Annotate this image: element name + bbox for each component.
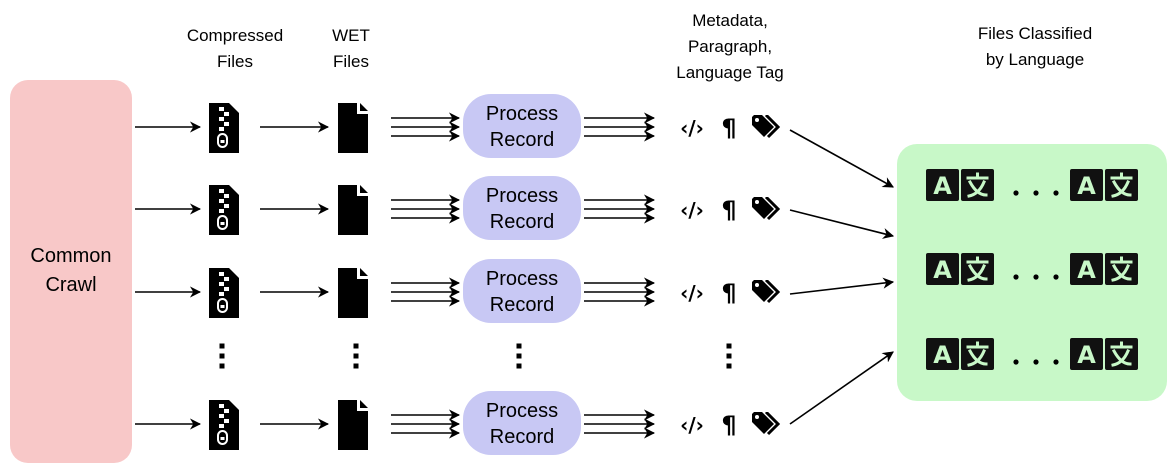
paragraph-icon: ¶ — [721, 411, 736, 439]
ellipsis-icon — [353, 353, 359, 359]
process-label-line: Process — [485, 400, 559, 422]
wet-files-heading-line: WET — [332, 26, 370, 45]
ellipsis-icon — [1053, 190, 1059, 196]
ellipsis-icon — [516, 353, 522, 359]
metadata-heading: Metadata, Paragraph, Language Tag — [650, 8, 810, 86]
ellipsis-icon — [516, 363, 522, 369]
paragraph-icon: ¶ — [721, 279, 736, 307]
file-icon — [338, 268, 368, 318]
code-icon: ‹/› — [680, 413, 704, 437]
ellipsis-icon — [1013, 359, 1019, 365]
ellipsis-icon — [726, 353, 732, 359]
paragraph-icon: ¶ — [721, 196, 736, 224]
translate-icon — [1070, 253, 1140, 285]
translate-icon — [926, 169, 996, 201]
tags-icon — [752, 115, 780, 139]
process-label-line: Record — [489, 129, 555, 151]
ellipsis-icon — [219, 343, 225, 349]
translate-icon — [926, 338, 996, 370]
common-crawl-label-line: Crawl — [45, 274, 97, 296]
tags-icon — [752, 412, 780, 436]
flow-arrow — [789, 129, 894, 188]
flow-arrow — [789, 351, 894, 425]
ellipsis-icon — [1053, 359, 1059, 365]
flow-arrow — [789, 277, 895, 295]
zip-file-icon — [209, 400, 239, 450]
process-label-line: Process — [485, 268, 559, 290]
metadata-heading-line: Metadata, — [692, 11, 768, 30]
ellipsis-icon — [219, 353, 225, 359]
zip-file-icon — [209, 103, 239, 153]
metadata-heading-line: Language Tag — [676, 63, 784, 82]
metadata-heading-line: Paragraph, — [687, 37, 773, 56]
ellipsis-icon — [353, 343, 359, 349]
zip-file-icon — [209, 268, 239, 318]
compressed-files-heading-line: Files — [217, 52, 253, 71]
ellipsis-icon — [1033, 190, 1039, 196]
code-icon: ‹/› — [680, 116, 704, 140]
code-icon: ‹/› — [680, 281, 704, 305]
process-label-line: Record — [489, 294, 555, 316]
process-label-line: Record — [489, 211, 555, 233]
translate-icon — [1070, 338, 1140, 370]
file-icon — [338, 185, 368, 235]
ellipsis-icon — [1013, 190, 1019, 196]
classified-heading: Files Classified by Language — [940, 21, 1130, 73]
zip-file-icon — [209, 185, 239, 235]
translate-icon — [926, 253, 996, 285]
common-crawl-box — [10, 80, 132, 463]
tags-icon — [752, 197, 780, 221]
ellipsis-icon — [1053, 274, 1059, 280]
ellipsis-icon — [1013, 274, 1019, 280]
wet-files-heading: WET Files — [316, 23, 386, 75]
file-icon — [338, 400, 368, 450]
classified-heading-line: by Language — [985, 50, 1085, 69]
ellipsis-icon — [726, 363, 732, 369]
ellipsis-icon — [516, 343, 522, 349]
ellipsis-icon — [726, 343, 732, 349]
compressed-files-heading-line: Compressed — [186, 26, 284, 45]
common-crawl-label-line: Common — [30, 245, 112, 267]
flow-arrow — [789, 209, 895, 239]
process-label-line: Process — [485, 185, 559, 207]
paragraph-icon: ¶ — [721, 114, 736, 142]
code-icon: ‹/› — [680, 198, 704, 222]
tags-icon — [752, 280, 780, 304]
translate-icon — [1070, 169, 1140, 201]
ellipsis-icon — [1033, 274, 1039, 280]
process-label-line: Record — [489, 426, 555, 448]
file-icon — [338, 103, 368, 153]
ellipsis-icon — [1033, 359, 1039, 365]
wet-files-heading-line: Files — [333, 52, 369, 71]
common-crawl-label: Common Crawl — [10, 242, 132, 300]
compressed-files-heading: Compressed Files — [160, 23, 310, 75]
classified-heading-line: Files Classified — [977, 24, 1093, 43]
ellipsis-icon — [219, 363, 225, 369]
process-label-line: Process — [485, 103, 559, 125]
ellipsis-icon — [353, 363, 359, 369]
